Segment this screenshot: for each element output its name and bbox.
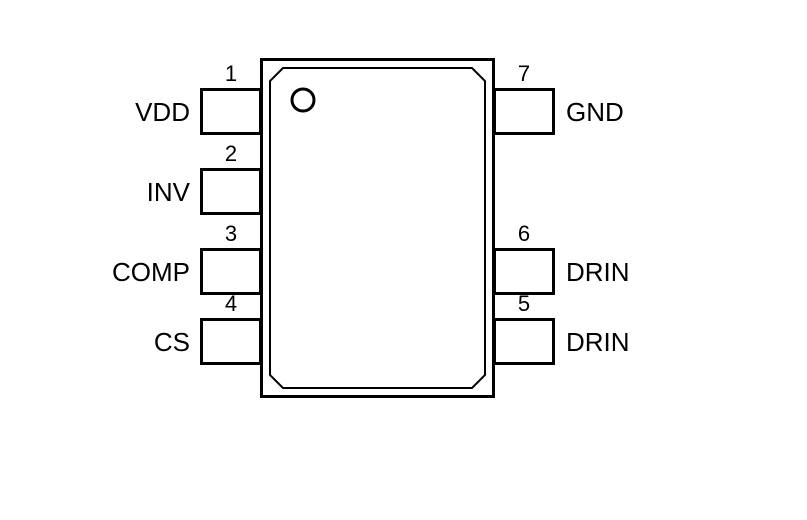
- pin-box-2: [200, 168, 262, 215]
- pin-label-inv: INV: [146, 177, 190, 207]
- pin-label-drin-5: DRIN: [566, 327, 630, 357]
- pin-label-drin-6: DRIN: [566, 257, 630, 287]
- chip-body: [260, 58, 495, 398]
- pin-box-4: [200, 318, 262, 365]
- pin-box-7: [493, 88, 555, 135]
- pin-number-3: 3: [224, 221, 238, 246]
- pin1-indicator-icon: [290, 87, 316, 113]
- pin-label-cs: CS: [153, 327, 190, 357]
- chip-bevel-outline: [269, 67, 486, 389]
- pin-label-comp: COMP: [112, 257, 190, 287]
- pin-label-vdd: VDD: [135, 97, 190, 127]
- pin-box-1: [200, 88, 262, 135]
- pin-number-6: 6: [517, 221, 531, 246]
- pin-box-6: [493, 248, 555, 295]
- pin-box-5: [493, 318, 555, 365]
- pin-number-2: 2: [224, 141, 238, 166]
- bevel-line: [269, 67, 486, 389]
- pin-number-1: 1: [224, 61, 238, 86]
- pin-number-5: 5: [517, 291, 531, 316]
- pin-box-3: [200, 248, 262, 295]
- pin-number-4: 4: [224, 291, 238, 316]
- pin-number-7: 7: [517, 61, 531, 86]
- pin-label-gnd: GND: [566, 97, 624, 127]
